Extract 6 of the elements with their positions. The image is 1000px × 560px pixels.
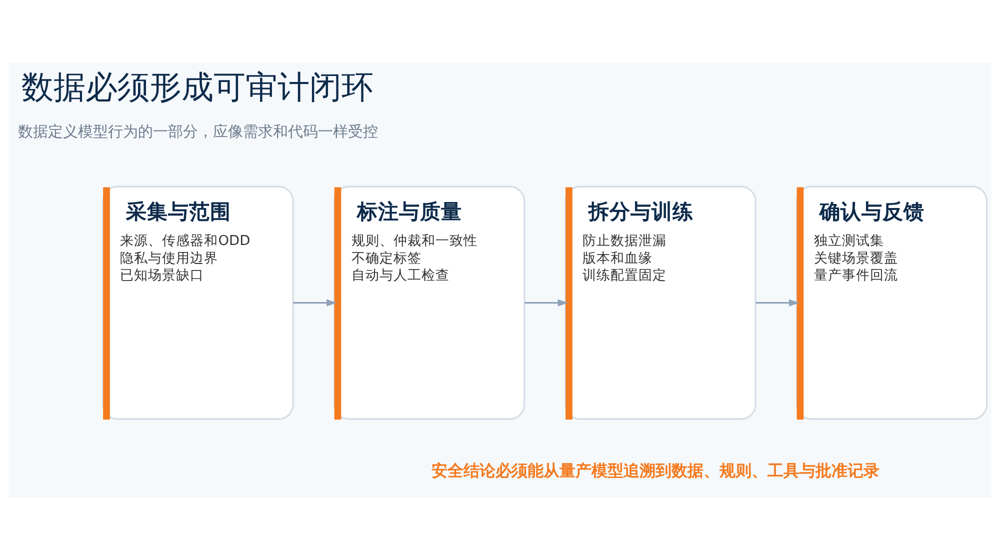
arrow: [756, 298, 800, 306]
arrow: [524, 298, 568, 306]
arrow: [293, 298, 337, 306]
label: 数据定义模型行为的一部分，应像需求和代码一样受控: [18, 122, 378, 140]
diagram-title: 数据必须形成可审计闭环: [22, 67, 374, 106]
label: 安全结论必须能从量产模型追溯到数据、规则、工具与批准记录: [432, 460, 880, 480]
